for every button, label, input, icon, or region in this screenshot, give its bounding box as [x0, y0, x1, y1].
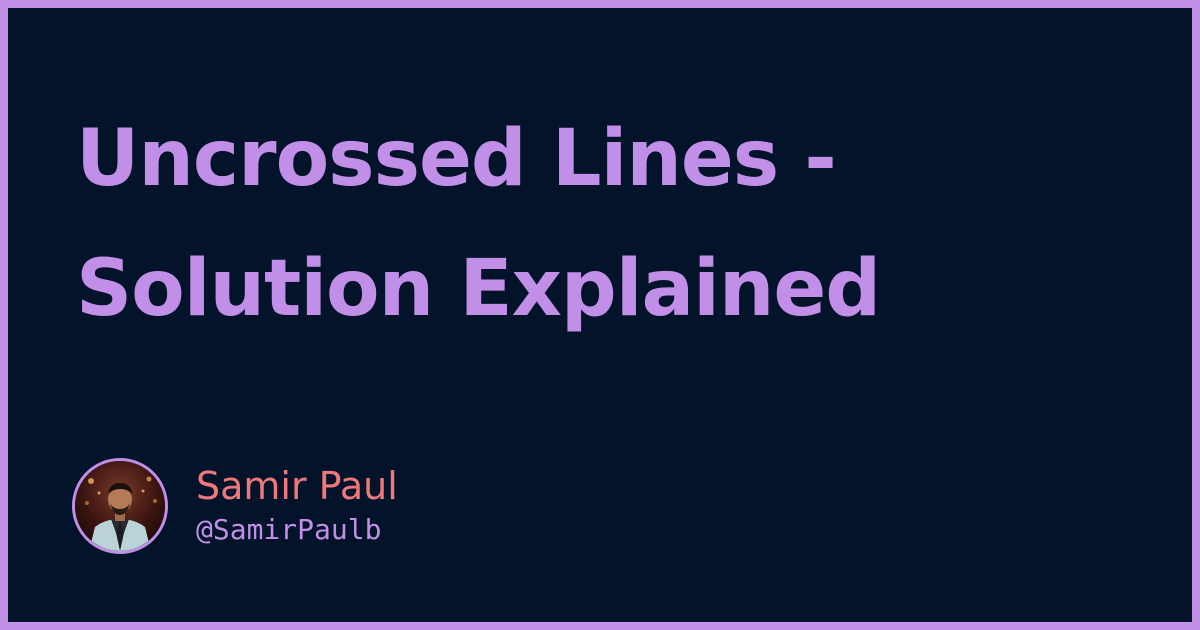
author-text: Samir Paul @SamirPaulb [196, 462, 398, 550]
author-block: Samir Paul @SamirPaulb [72, 458, 398, 554]
og-card: Uncrossed Lines - Solution Explained [8, 8, 1192, 622]
title-line-1: Uncrossed Lines - [76, 114, 837, 204]
author-handle: @SamirPaulb [196, 513, 382, 546]
author-name: Samir Paul [196, 464, 398, 508]
title-line-2: Solution Explained [76, 244, 881, 334]
avatar [72, 458, 168, 554]
avatar-portrait-icon [75, 461, 165, 551]
page-title: Uncrossed Lines - Solution Explained [76, 94, 1076, 354]
